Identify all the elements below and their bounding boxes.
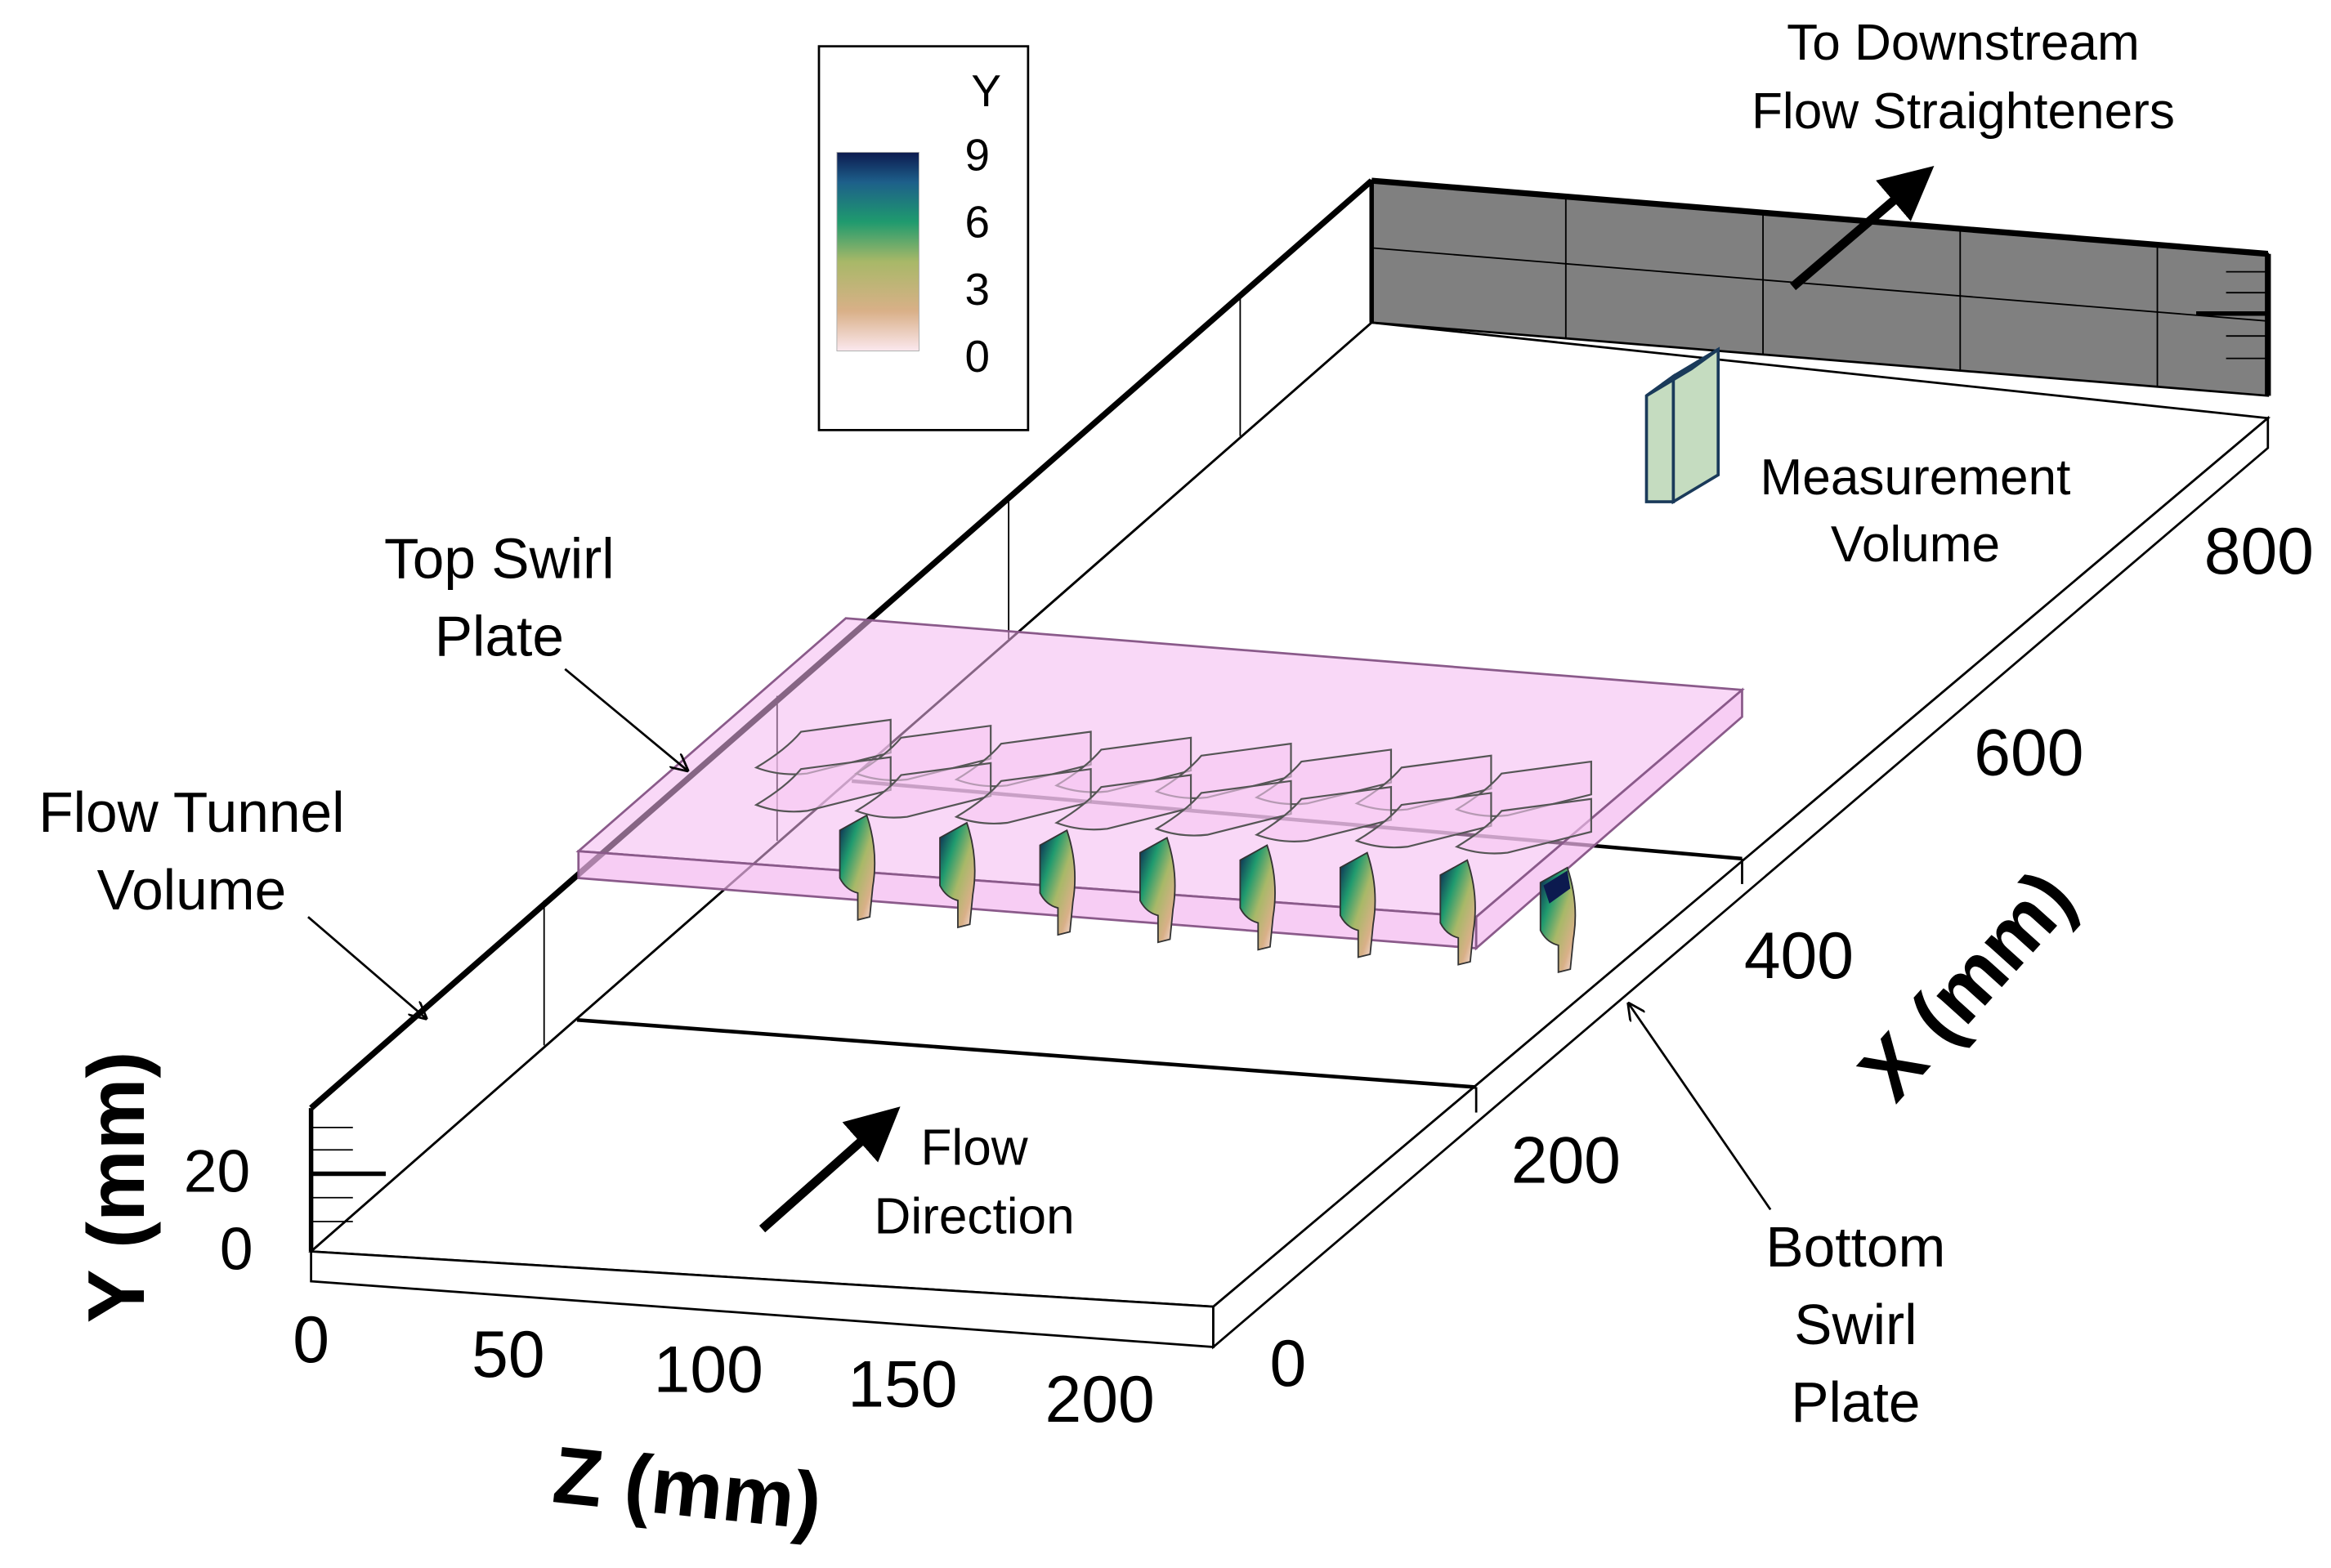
bottom-swirl-label: Plate (1791, 1370, 1920, 1434)
z-tick: 100 (654, 1333, 763, 1406)
top-swirl-vane (854, 762, 992, 819)
x-axis-title: X (mm) (1841, 853, 2092, 1116)
outlet-face (1369, 177, 2271, 397)
to-downstream-label: To Downstream (1787, 15, 2140, 71)
bottom-swirl-label: Bottom (1765, 1215, 1945, 1279)
downstream-arrow (1790, 166, 1935, 291)
x-tick: 800 (2204, 515, 2314, 588)
to-downstream-label: Flow Straighteners (1752, 83, 2175, 140)
colorbar-tick: 0 (964, 331, 989, 382)
z-axis-title: Z (mm) (549, 1429, 826, 1547)
flow-tunnel-label: Flow Tunnel (38, 780, 344, 844)
x-tick: 0 (1270, 1327, 1307, 1400)
y-tick: 20 (184, 1138, 250, 1204)
colorbar-title: Y (971, 65, 1001, 116)
z-axis: 0 50 100 150 200 Z (mm) (293, 1303, 1154, 1547)
z-tick: 50 (472, 1318, 544, 1392)
colorbar-tick: 9 (964, 129, 989, 180)
colorbar-tick: 6 (964, 197, 989, 248)
top-swirl-label: Plate (435, 604, 564, 668)
flow-tunnel-label: Volume (97, 858, 287, 922)
bottom-swirl-vane (939, 821, 976, 929)
flow-direction-arrow (758, 1106, 901, 1233)
bottom-swirl-vane (1039, 829, 1076, 936)
top-swirl-vane (1154, 780, 1292, 837)
top-swirl-vane (1054, 774, 1192, 831)
bottom-swirl-vanes (839, 814, 1577, 973)
flow-direction-label: Direction (874, 1189, 1074, 1245)
bottom-swirl-vane (839, 814, 876, 921)
bottom-swirl-vane (1439, 859, 1476, 966)
top-swirl-vane (1454, 797, 1592, 855)
top-swirl-label: Top Swirl (384, 526, 615, 590)
x-tick: 200 (1511, 1124, 1621, 1197)
arrows (307, 166, 1935, 1233)
bottom-swirl-vane (1139, 836, 1176, 944)
flow-direction-label: Flow (920, 1120, 1028, 1177)
colorbar: Y 9 6 3 0 (817, 45, 1030, 431)
top-swirl-vane (754, 756, 892, 813)
bottom-swirl-vane (1539, 866, 1577, 973)
bottom-swirl-label: Swirl (1794, 1293, 1917, 1356)
top-swirl-vane (954, 767, 1092, 825)
bottom-swirl-vane (1339, 851, 1376, 958)
y-axis-title: Y (mm) (71, 1052, 161, 1324)
x-tick: 400 (1744, 919, 1854, 993)
measurement-volume-label: Measurement (1761, 449, 2071, 506)
colorbar-ramp (836, 151, 919, 351)
z-tick: 200 (1045, 1363, 1155, 1436)
z-tick: 0 (293, 1303, 329, 1377)
bottom-swirl-vane (1239, 844, 1276, 951)
annotations: To Downstream Flow Straighteners Measure… (38, 15, 2175, 1434)
z-tick: 150 (848, 1348, 957, 1422)
y-axis: 0 20 Y (mm) (71, 1052, 253, 1324)
x-tick: 600 (1974, 717, 2083, 790)
measurement-volume (1644, 346, 1720, 505)
top-swirl-pointer (564, 668, 687, 771)
measurement-volume-label: Volume (1831, 516, 2000, 573)
top-swirl-vane (1354, 792, 1492, 849)
bottom-swirl-pointer (1629, 1003, 1772, 1211)
flow-tunnel-pointer (307, 916, 426, 1018)
y-tick: 0 (220, 1216, 253, 1282)
top-swirl-vane (1254, 785, 1393, 842)
colorbar-tick: 3 (964, 264, 989, 315)
